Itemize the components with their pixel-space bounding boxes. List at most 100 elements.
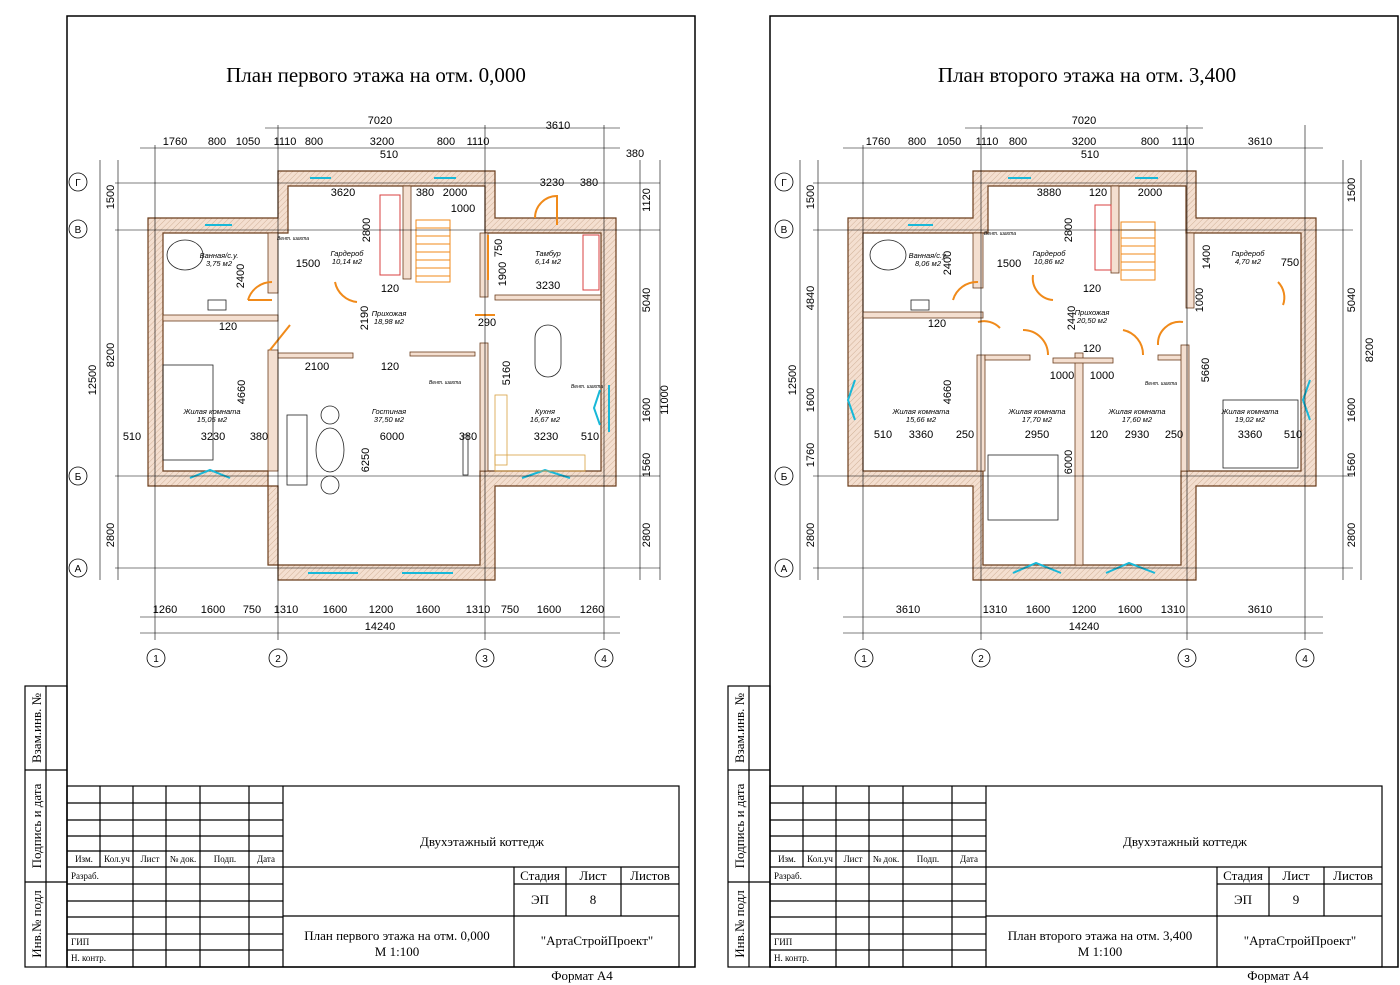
tb-role: Н. контр. [71, 953, 106, 963]
dim-right: 1500 [1346, 178, 1358, 202]
dim-inner: 2800 [361, 218, 373, 242]
axis-label: 4 [1302, 654, 1308, 665]
dim-left: 4840 [805, 286, 817, 310]
dim-bottom: 1200 [1072, 604, 1096, 616]
title-block [769, 785, 1383, 968]
dim-inner: 2000 [443, 187, 467, 199]
dim-top: 1110 [1172, 136, 1195, 148]
dim-inner: 510 [123, 431, 141, 443]
dim-top: 1760 [163, 136, 187, 148]
tb-header: Дата [257, 854, 275, 864]
dim-inner: 2100 [305, 361, 329, 373]
dim-inner: 120 [928, 318, 946, 330]
dimension-texts: 7020 1760 800 1050 1110 800 3200 800 111… [787, 115, 1376, 633]
dim-right: 1120 [641, 188, 653, 212]
dim-inner: 1000 [1194, 288, 1206, 312]
dim-top: 380 [626, 148, 644, 160]
dim-left: 1500 [805, 185, 817, 209]
room-name: Прихожая [1075, 308, 1110, 317]
dim-inner: 3230 [536, 280, 560, 292]
dim-inner: 1500 [296, 258, 320, 270]
wardrobe-shelves [379, 194, 600, 291]
dim-inner: 1500 [997, 258, 1021, 270]
room-area: 10,86 м2 [1034, 257, 1065, 266]
dim-bottom: 1200 [369, 604, 393, 616]
dim-top: 800 [908, 136, 926, 148]
tb-role: Разраб. [774, 871, 802, 881]
dim-left: 2800 [805, 523, 817, 547]
dim-inner: 250 [956, 429, 974, 441]
doors [247, 194, 558, 351]
dim-inner: 510 [380, 149, 398, 161]
dim-top: 1110 [274, 136, 297, 148]
dim-top: 800 [1009, 136, 1027, 148]
vent-label: Вент. шахта [429, 380, 461, 386]
dim-bottom: 1260 [580, 604, 604, 616]
col-stage: Стадия [1223, 868, 1263, 883]
stage-value: ЭП [1234, 892, 1252, 907]
room-area: 6,14 м2 [535, 257, 562, 266]
title-block [66, 785, 680, 968]
axis-labels: 1 2 3 4 Г В Б А [75, 178, 608, 665]
dim-inner: 3230 [534, 431, 558, 443]
dim-inner: 5660 [1200, 358, 1212, 382]
tb-header: Лист [844, 854, 863, 864]
axis-label: 3 [482, 654, 488, 665]
sheet-1: План первого этажа на отм. 0,000 [24, 15, 696, 983]
project-name: Двухэтажный коттедж [420, 834, 545, 849]
dim-inner: 1900 [497, 262, 509, 286]
room-area: 4,70 м2 [1235, 257, 1262, 266]
dim-bottom: 1600 [1026, 604, 1050, 616]
room-area: 10,14 м2 [332, 257, 363, 266]
dim-top: 800 [208, 136, 226, 148]
axis-label: В [781, 225, 788, 236]
dim-inner: 250 [1165, 429, 1183, 441]
dim-inner: 2930 [1125, 429, 1149, 441]
dim-left: 12500 [87, 365, 99, 396]
axis-label: 2 [978, 654, 984, 665]
col-sheet: Лист [579, 868, 607, 883]
room-labels: Ванная/с.у. 8,06 м2 Гардероб 10,86 м2 Га… [891, 231, 1278, 424]
dim-inner: 380 [250, 431, 268, 443]
interior-walls [862, 185, 1195, 566]
dim-left: 12500 [787, 365, 799, 396]
stair [415, 219, 451, 283]
col-sheets: Листов [1333, 868, 1373, 883]
dim-inner: 3360 [1238, 429, 1262, 441]
dim-top-total-right: 3610 [546, 120, 570, 132]
dim-bottom: 1600 [537, 604, 561, 616]
dim-top: 800 [305, 136, 323, 148]
dim-top-total: 7020 [1072, 115, 1096, 127]
dim-inner: 3880 [1037, 187, 1061, 199]
stair [1120, 221, 1156, 281]
side-label: Подпись и дата [29, 783, 44, 868]
dim-inner: 3230 [201, 431, 225, 443]
dim-inner: 1000 [1050, 370, 1074, 382]
axis-label: 1 [861, 654, 867, 665]
project-name: Двухэтажный коттедж [1123, 834, 1248, 849]
side-label: Подпись и дата [732, 783, 747, 868]
dim-bottom-total: 14240 [1069, 621, 1100, 633]
dimension-lines [799, 125, 1362, 640]
tb-header: Кол.уч [807, 854, 833, 864]
drawing-name: План второго этажа на отм. 3,400 [1008, 928, 1193, 943]
room-name: Прихожая [372, 309, 407, 318]
dim-top-total: 7020 [368, 115, 392, 127]
dim-bottom: 1310 [983, 604, 1007, 616]
windows [189, 177, 610, 574]
side-label: Взам.инв. № [732, 693, 747, 763]
axis-label: В [75, 225, 82, 236]
axis-markers [68, 172, 614, 668]
dim-bottom: 1310 [1161, 604, 1185, 616]
col-stage: Стадия [520, 868, 560, 883]
dim-bottom: 1600 [323, 604, 347, 616]
dim-inner: 120 [219, 321, 237, 333]
axis-label: А [781, 564, 788, 575]
dim-inner: 750 [493, 239, 505, 257]
room-area: 37,50 м2 [374, 415, 405, 424]
dim-right: 1600 [1346, 398, 1358, 422]
dim-bottom: 1310 [466, 604, 490, 616]
vent-label: Вент. шахта [571, 384, 603, 390]
room-area: 15,05 м2 [197, 415, 228, 424]
doors [952, 274, 1286, 356]
